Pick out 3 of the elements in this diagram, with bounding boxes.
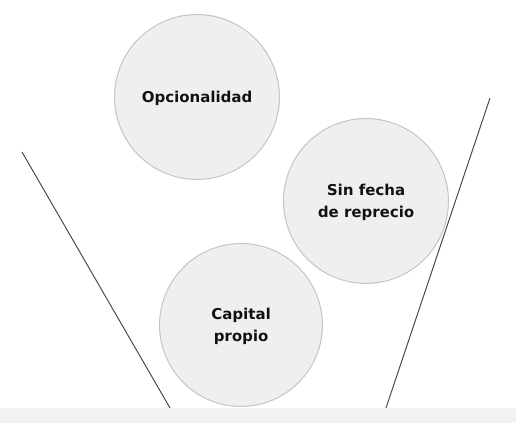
node-label: Capital propio bbox=[210, 304, 272, 347]
node-label: Sin fecha de reprecio bbox=[316, 180, 416, 223]
node-label: Opcionalidad bbox=[142, 86, 252, 108]
